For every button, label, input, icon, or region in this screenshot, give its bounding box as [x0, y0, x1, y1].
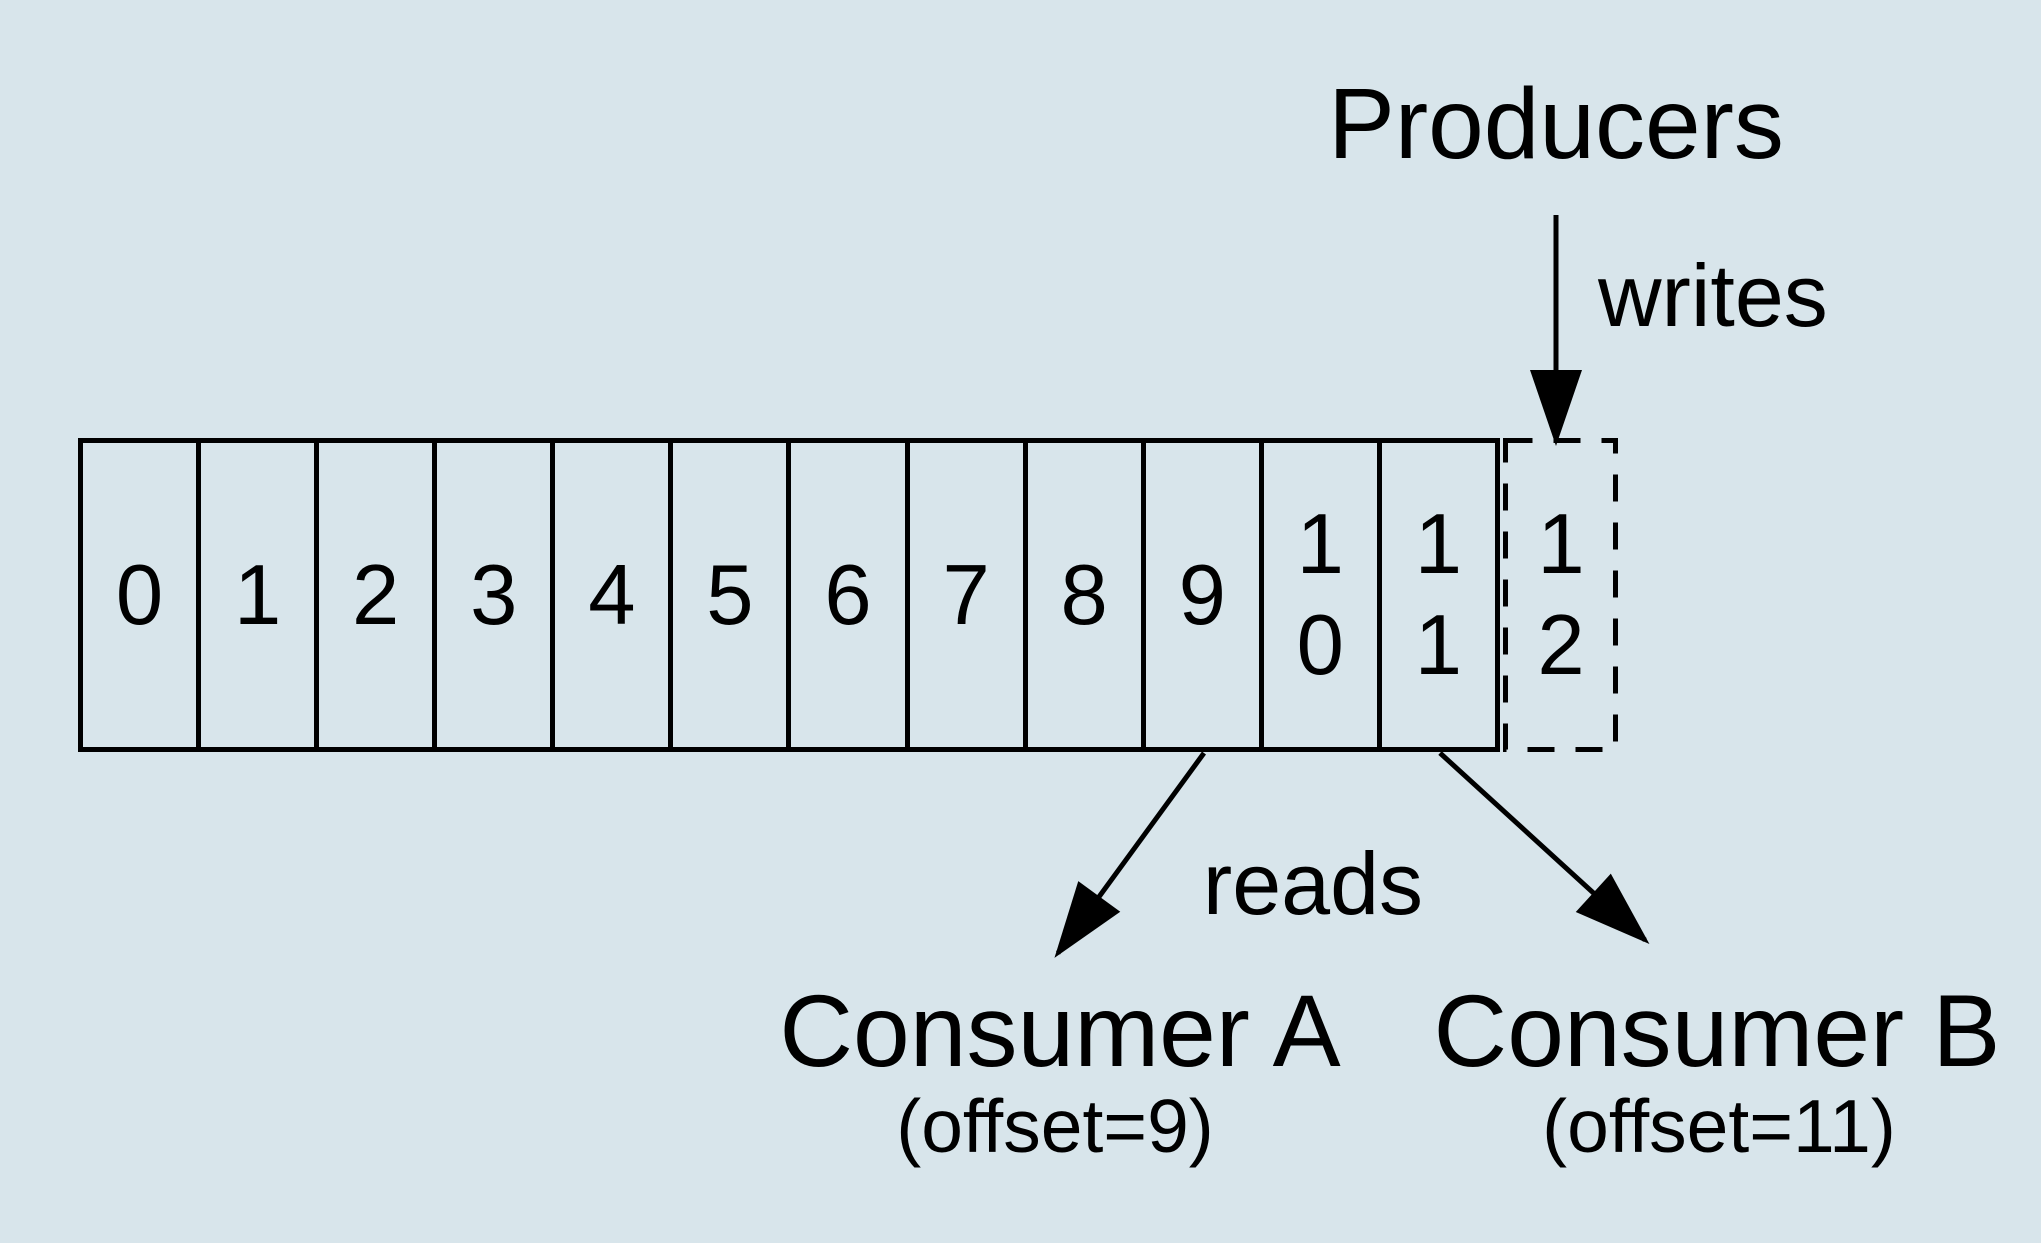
- writes-label: writes: [1598, 246, 1828, 345]
- reads-label: reads: [1202, 834, 1424, 933]
- consumer-b-offset: (offset=11): [1542, 1084, 1896, 1168]
- consumer-a-reads-arrow: [1054, 751, 1207, 958]
- producers-label: Producers: [1328, 68, 1784, 180]
- log-cell-12-next-write: 1 2: [1537, 497, 1585, 693]
- log-cell-2: 2: [319, 443, 438, 747]
- consumer-b-reads-arrow: [1438, 751, 1650, 945]
- consumer-a-offset: (offset=9): [896, 1084, 1214, 1168]
- log-segment-row: 0 1 2 3 4 5 6 7 8 9 1 0 1 1: [78, 438, 1500, 752]
- log-cell-10: 1 0: [1264, 443, 1382, 747]
- log-cell-5: 5: [673, 443, 792, 747]
- log-cell-0: 0: [83, 443, 202, 747]
- consumer-b-label: Consumer B: [1433, 974, 2001, 1088]
- log-cell-3: 3: [437, 443, 556, 747]
- log-cell-4: 4: [555, 443, 674, 747]
- log-cell-8: 8: [1028, 443, 1146, 747]
- log-cell-6: 6: [791, 443, 910, 747]
- consumer-a-label: Consumer A: [779, 974, 1341, 1088]
- log-cell-9: 9: [1146, 443, 1264, 747]
- log-cell-11: 1 1: [1414, 497, 1463, 693]
- log-cell-7: 7: [910, 443, 1028, 747]
- log-cell-1: 1: [201, 443, 320, 747]
